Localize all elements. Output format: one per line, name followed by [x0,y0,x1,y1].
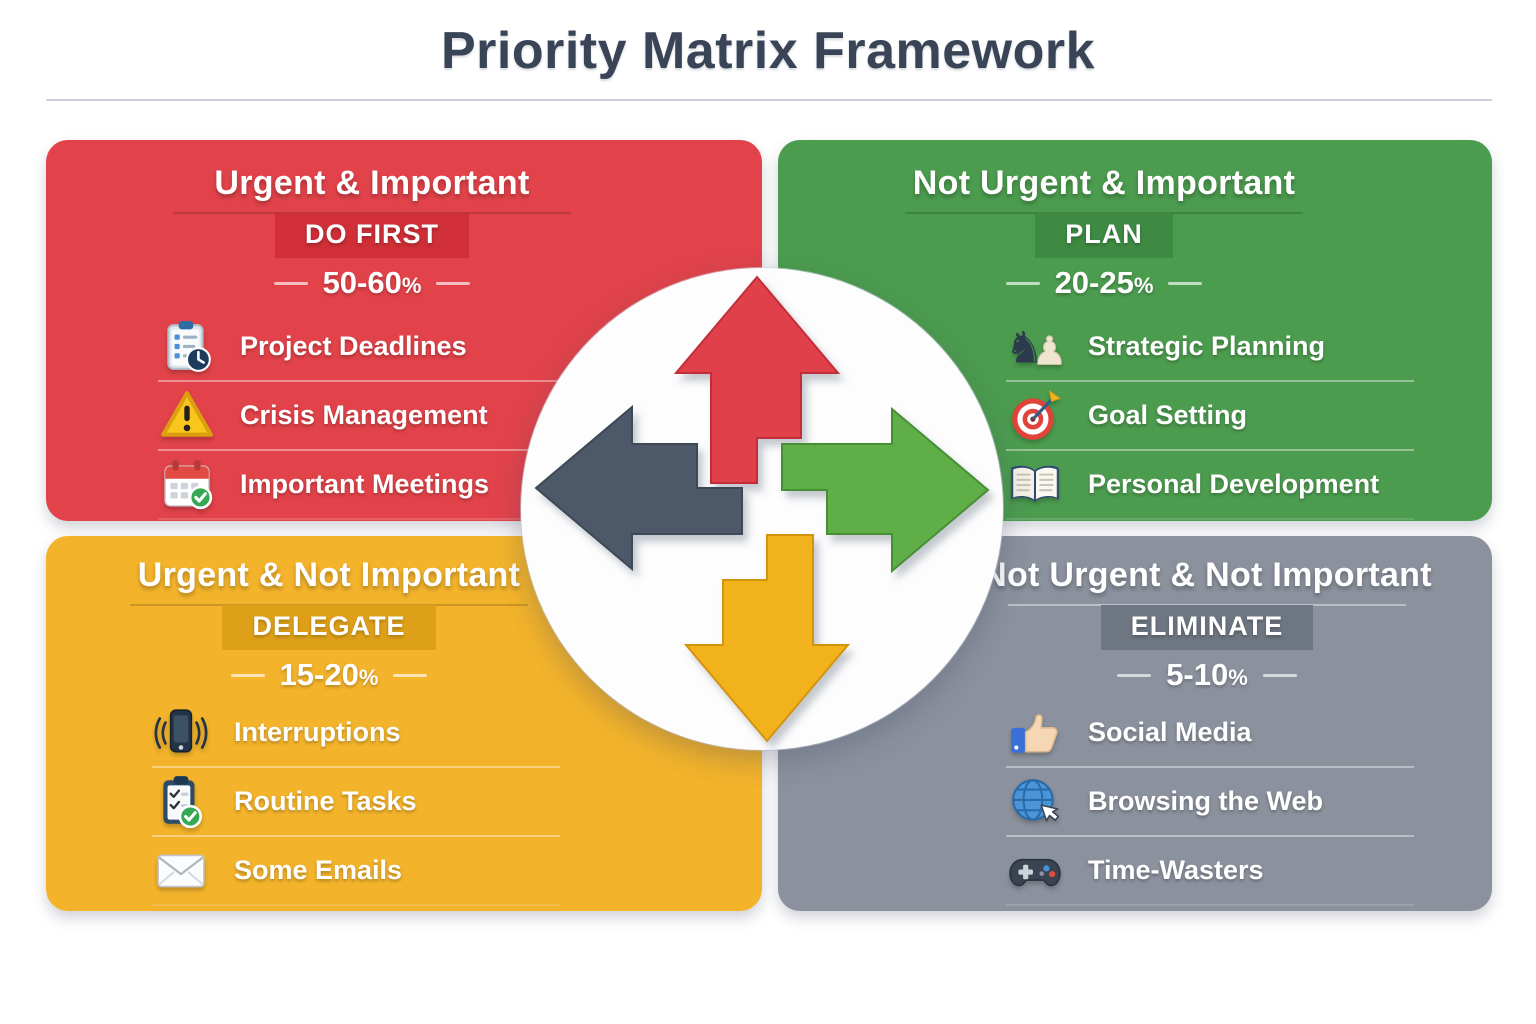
item-label: Crisis Management [240,400,488,430]
quadrant-header: Urgent & Important DO FIRST 50-60% [173,140,571,301]
chess-icon: ♞ ♟ [1006,319,1064,374]
center-compass-circle [521,268,1003,750]
item-label: Social Media [1088,717,1252,747]
list-item: Social Media [1006,699,1414,768]
percent-value: 5-10% [1166,657,1248,692]
list-item: Goal Setting [1006,382,1414,451]
warning-icon [158,388,216,444]
dash-left [1117,673,1152,677]
quadrant-heading: Not Urgent & Not Important [982,556,1432,594]
direction-arrows [535,276,989,742]
item-label: Project Deadlines [240,331,467,361]
list-item: Crisis Management [158,382,566,451]
item-label: Some Emails [234,855,403,885]
clipboard-clock-icon [158,319,216,375]
globe-cursor-icon [1006,774,1064,830]
item-label: Interruptions [234,717,401,747]
dash-left [273,281,308,285]
target-icon [1006,388,1064,444]
quadrant-heading: Not Urgent & Important [912,164,1296,202]
quadrant-header: Not Urgent & Not Important ELIMINATE 5-1… [982,536,1432,693]
header: Priority Matrix Framework [0,0,1536,101]
down-arrow [685,534,849,742]
action-badge: PLAN [1035,213,1173,258]
action-badge: DO FIRST [275,213,469,258]
list-item: Browsing the Web [1006,768,1414,837]
thumbs-up-icon [1006,705,1064,761]
percent-row: 15-20% [230,657,428,693]
item-label: Strategic Planning [1088,331,1326,361]
svg-text:♞: ♞ [1007,323,1044,373]
quadrant-urgent-not-important: Urgent & Not Important DELEGATE 15-20% [46,536,762,911]
list-item: Important Meetings [158,451,566,520]
quadrant-header: Urgent & Not Important DELEGATE 15-20% [130,536,528,693]
action-badge: ELIMINATE [1100,605,1314,650]
calendar-check-icon [158,457,216,513]
item-label: Browsing the Web [1088,786,1324,816]
quadrant-header: Not Urgent & Important PLAN 20-25% [905,140,1303,301]
open-book-icon [1006,457,1064,513]
envelope-icon [152,843,210,899]
item-list: ♞ ♟ Strategic Planning [778,313,1492,520]
item-label: Personal Development [1088,469,1380,499]
list-item: Routine Tasks [152,768,560,837]
list-item: Personal Development [1006,451,1414,520]
item-label: Goal Setting [1088,400,1248,430]
quadrant-heading: Urgent & Important [214,164,530,202]
quadrant-heading: Urgent & Not Important [137,556,521,594]
action-badge: DELEGATE [222,605,436,650]
item-list: Interruptions [46,699,762,906]
dash-right [1168,281,1203,285]
item-label: Important Meetings [240,469,490,499]
quadrant-not-urgent-important: Not Urgent & Important PLAN 20-25% ♞ ♟ [778,140,1492,521]
gamepad-icon [1006,843,1064,899]
percent-row: 20-25% [1005,265,1203,301]
percent-value: 50-60% [322,265,422,300]
page-title: Priority Matrix Framework [440,22,1096,80]
list-item: ♞ ♟ Strategic Planning [1006,313,1414,382]
list-item: Time-Wasters [1006,837,1414,906]
item-list: Project Deadlines Crisis Management [46,313,762,520]
list-item: Interruptions [152,699,560,768]
list-item: Some Emails [152,837,560,906]
percent-value: 20-25% [1054,265,1154,300]
percent-value: 15-20% [279,657,379,692]
dash-left [1005,281,1040,285]
dash-right [1262,673,1297,677]
list-item: Project Deadlines [158,313,566,382]
item-label: Time-Wasters [1088,855,1264,885]
clipboard-check-icon [152,774,210,830]
dash-right [436,281,471,285]
dash-left [230,673,265,677]
svg-text:♟: ♟ [1032,328,1063,374]
item-list: Social Media Browsing the Web [778,699,1492,906]
item-label: Routine Tasks [234,786,417,816]
dash-right [393,673,428,677]
title-divider [46,99,1492,101]
percent-row: 50-60% [273,265,471,301]
phone-ring-icon [152,705,210,761]
percent-row: 5-10% [1117,657,1297,693]
